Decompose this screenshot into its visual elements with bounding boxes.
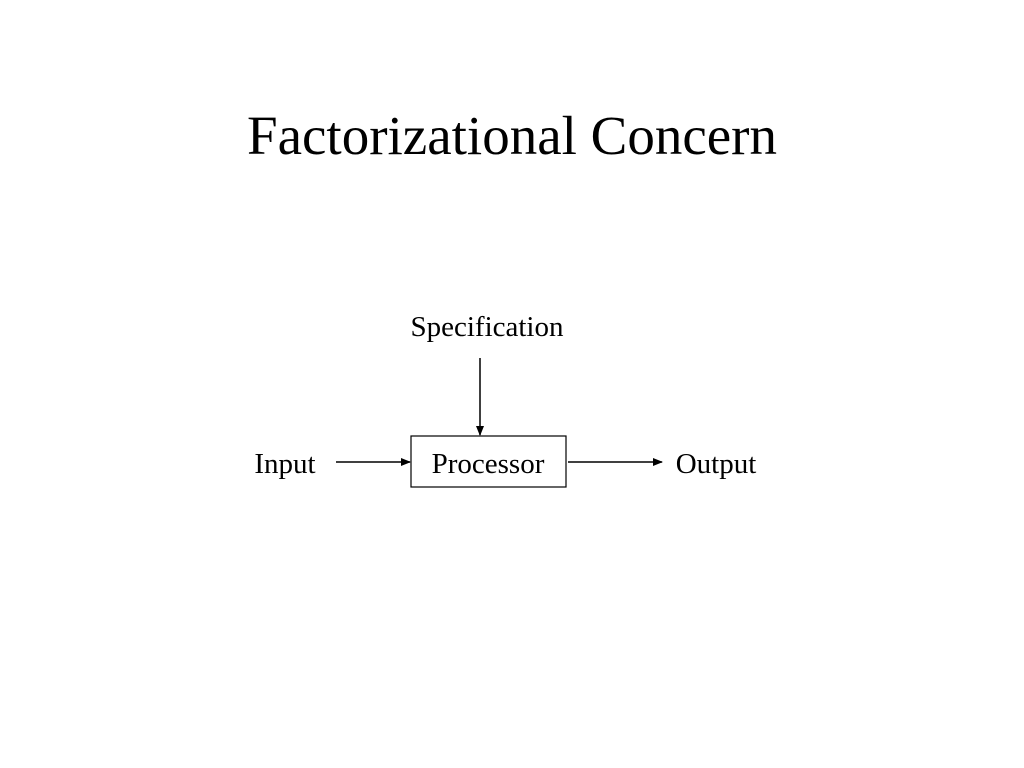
specification-label: Specification xyxy=(410,311,564,343)
processor-label: Processor xyxy=(432,448,545,480)
processor-box xyxy=(410,435,567,488)
input-label: Input xyxy=(254,448,315,480)
slide-title: Factorizational Concern xyxy=(247,105,777,166)
output-label: Output xyxy=(676,448,757,480)
